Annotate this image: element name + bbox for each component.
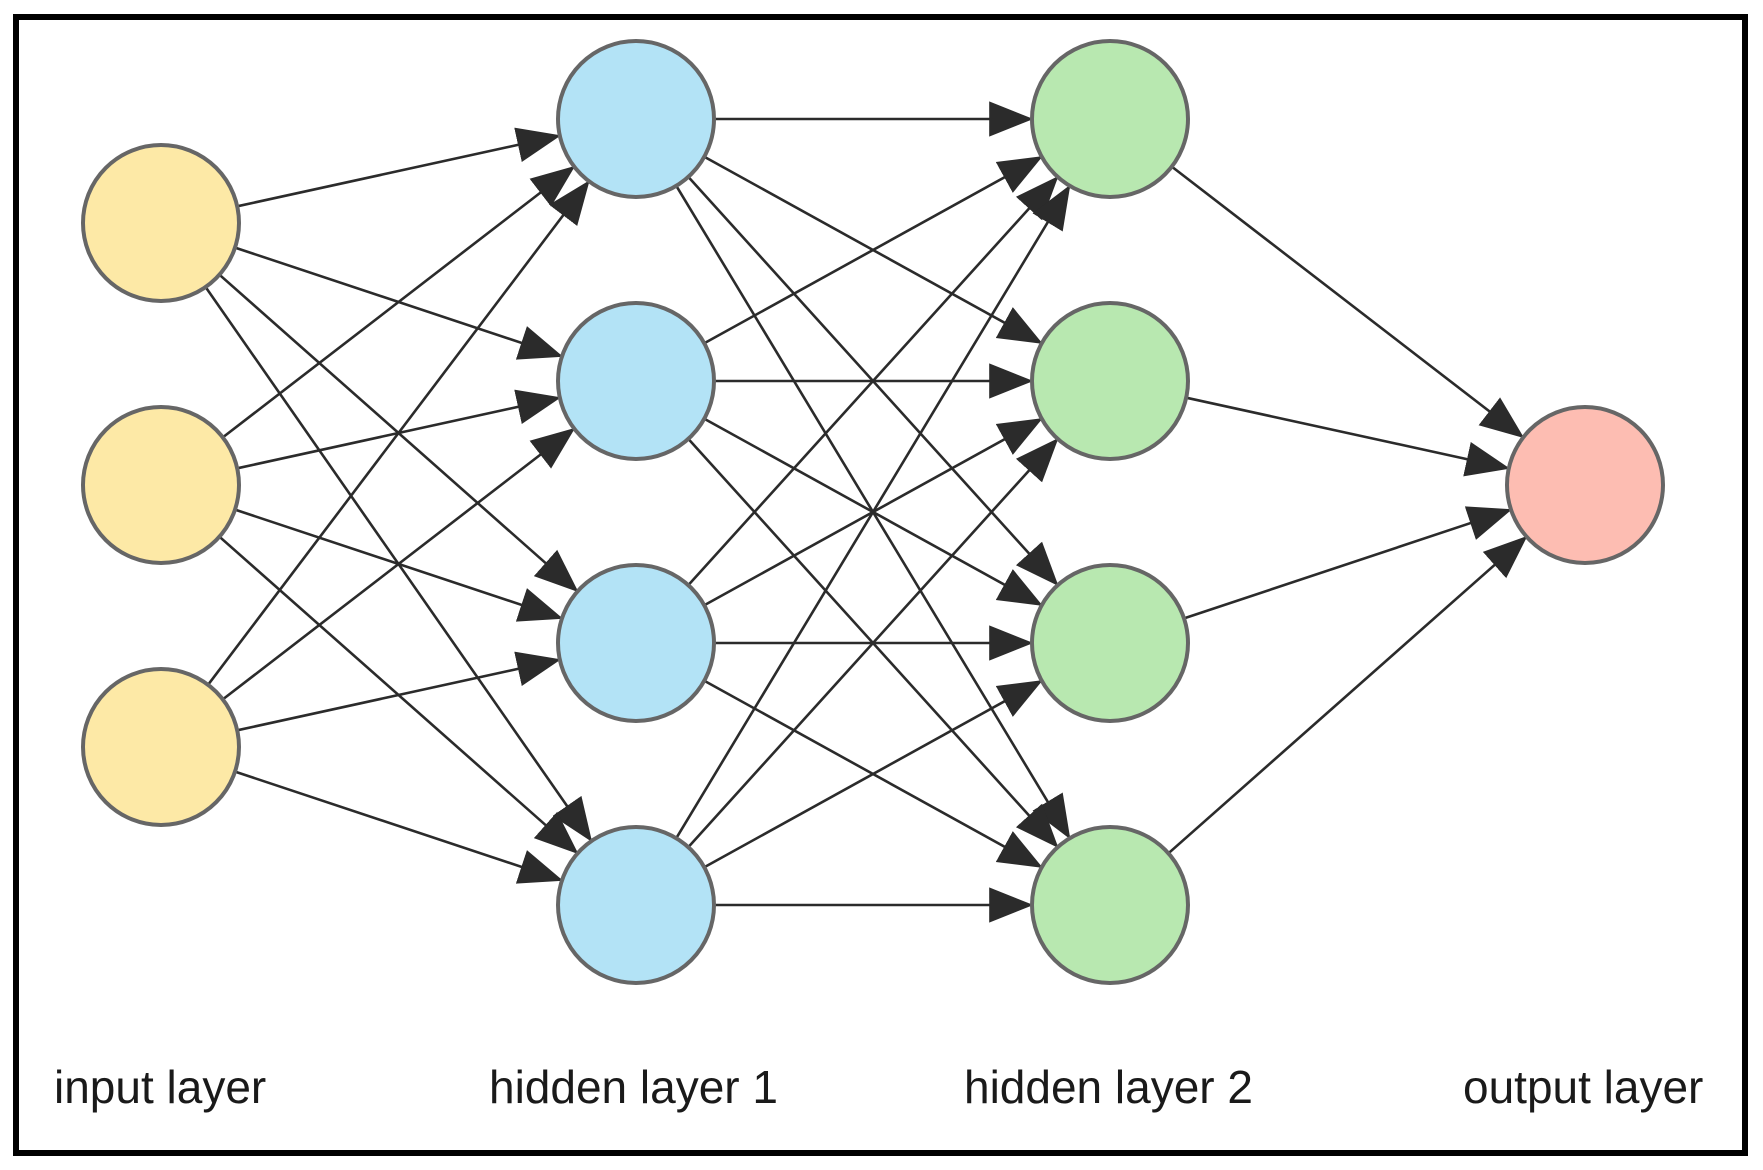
connection-hidden1-4-to-hidden2-1 bbox=[675, 184, 1071, 839]
hidden1-neuron-4 bbox=[556, 825, 716, 985]
hidden1-neuron-2 bbox=[556, 301, 716, 461]
connection-input-2-to-hidden1-1 bbox=[221, 165, 576, 439]
connection-input-1-to-hidden1-1 bbox=[236, 127, 561, 208]
hidden1-neuron-1 bbox=[556, 39, 716, 199]
connection-input-3-to-hidden1-2 bbox=[221, 427, 576, 701]
hidden2-neuron-2 bbox=[1030, 301, 1190, 461]
input-neuron-3 bbox=[81, 667, 241, 827]
neurons-group bbox=[81, 39, 1665, 985]
connection-hidden2-3-to-output-1 bbox=[1183, 506, 1513, 620]
input-neuron-1 bbox=[81, 143, 241, 303]
connection-hidden1-4-to-hidden2-3 bbox=[703, 680, 1043, 869]
connection-hidden2-4-to-output-1 bbox=[1167, 535, 1528, 855]
hidden2-neuron-4 bbox=[1030, 825, 1190, 985]
connection-input-3-to-hidden1-3 bbox=[236, 651, 561, 732]
hidden2-neuron-1 bbox=[1030, 39, 1190, 199]
connection-input-3-to-hidden1-4 bbox=[234, 770, 564, 884]
connection-hidden1-2-to-hidden2-1 bbox=[703, 156, 1043, 345]
connection-hidden1-3-to-hidden2-1 bbox=[687, 175, 1059, 587]
connection-hidden2-2-to-output-1 bbox=[1185, 396, 1510, 477]
connection-input-3-to-hidden1-1 bbox=[207, 180, 590, 686]
layer-label-input: input layer bbox=[54, 1061, 266, 1113]
input-neuron-2 bbox=[81, 405, 241, 565]
layer-labels-group: input layer hidden layer 1 hidden layer … bbox=[54, 1061, 1703, 1113]
output-neuron-1 bbox=[1505, 405, 1665, 565]
hidden1-neuron-3 bbox=[556, 563, 716, 723]
connection-hidden2-1-to-output-1 bbox=[1170, 165, 1525, 439]
diagram-border bbox=[13, 14, 1748, 1156]
connection-hidden1-4-to-hidden2-2 bbox=[687, 437, 1059, 849]
layer-label-hidden-1: hidden layer 1 bbox=[489, 1061, 778, 1113]
connections-group bbox=[204, 101, 1528, 923]
layer-label-output: output layer bbox=[1463, 1061, 1703, 1113]
layer-label-hidden-2: hidden layer 2 bbox=[964, 1061, 1253, 1113]
hidden2-neuron-3 bbox=[1030, 563, 1190, 723]
